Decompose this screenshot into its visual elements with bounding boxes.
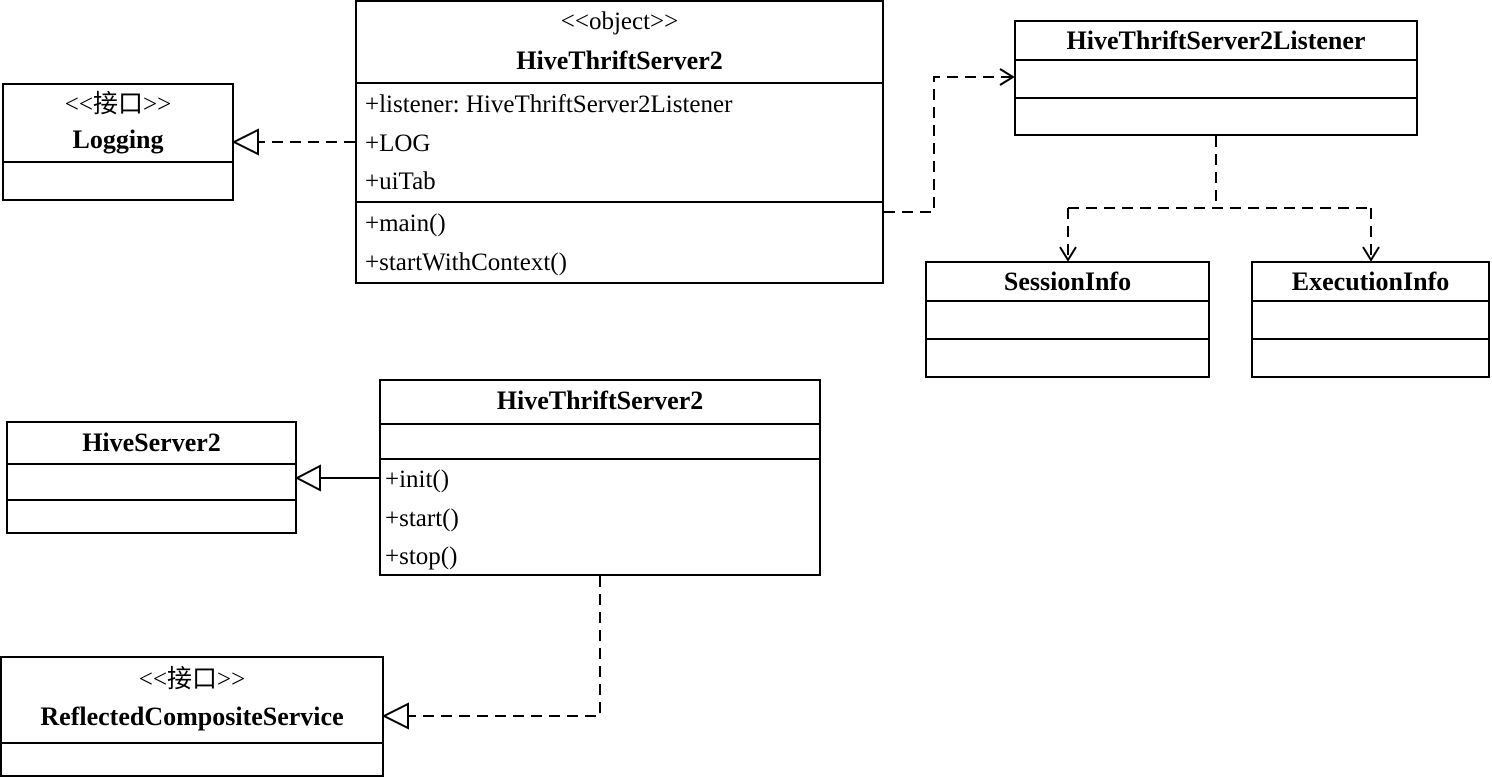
class-hivethriftserver2listener: HiveThriftServer2Listener (1014, 20, 1418, 136)
class-reflectedcompositeservice: <<接口>> ReflectedCompositeService (0, 656, 384, 777)
class-hivethriftserver2: HiveThriftServer2 +init() +start() +stop… (379, 379, 821, 576)
attribute-listener: +listener: HiveThriftServer2Listener (365, 91, 733, 118)
method-main: +main() (365, 210, 446, 237)
logging-name: Logging (72, 125, 164, 154)
sessioninfo-name: SessionInfo (1003, 267, 1132, 296)
hts2-object-name: HiveThriftServer2 (516, 46, 723, 75)
generalization-hiveserver2 (294, 464, 379, 492)
class-hiveserver2: HiveServer2 (6, 421, 297, 534)
hts2-object-stereotype: <<object>> (560, 8, 679, 35)
method-startwithcontext: +startWithContext() (365, 248, 567, 276)
executioninfo-name: ExecutionInfo (1291, 267, 1450, 296)
dependency-info-classes (1059, 136, 1380, 262)
listener-methods-section (1016, 97, 1416, 134)
reflected-name: ReflectedCompositeService (40, 702, 344, 731)
hts2-class-name: HiveThriftServer2 (496, 386, 704, 415)
method-start: +start() (385, 504, 459, 532)
logging-stereotype: <<接口>> (64, 91, 172, 118)
hts2-object-attributes-section: +listener: HiveThriftServer2Listener +LO… (357, 82, 882, 201)
hts2-object-methods-section: +main() +startWithContext() (357, 201, 882, 282)
reflected-attributes-section (2, 742, 382, 775)
reflected-stereotype: <<接口>> (138, 666, 246, 693)
class-logging: <<接口>> Logging (2, 83, 234, 201)
listener-name: HiveThriftServer2Listener (1066, 26, 1366, 55)
class-executioninfo: ExecutionInfo (1251, 261, 1490, 378)
sessioninfo-attributes-section (927, 300, 1208, 338)
class-sessioninfo: SessionInfo (925, 261, 1210, 378)
attribute-log: +LOG (365, 129, 431, 157)
executioninfo-methods-section (1253, 338, 1488, 376)
method-init: +init() (385, 466, 450, 493)
realization-logging (231, 128, 355, 156)
logging-attributes-section (4, 161, 232, 199)
hiveserver2-attributes-section (8, 463, 295, 499)
realization-reflectedcompositeservice (381, 576, 601, 730)
sessioninfo-methods-section (927, 338, 1208, 376)
class-hivethriftserver2-object: <<object>> HiveThriftServer2 +listener: … (355, 0, 884, 284)
hiveserver2-name: HiveServer2 (82, 428, 221, 457)
hiveserver2-methods-section (8, 499, 295, 532)
listener-attributes-section (1016, 59, 1416, 97)
attribute-uitab: +uiTab (365, 168, 436, 195)
dependency-listener (884, 68, 1015, 213)
method-stop: +stop() (385, 543, 458, 570)
executioninfo-attributes-section (1253, 300, 1488, 338)
hts2-class-methods-section: +init() +start() +stop() (381, 458, 819, 574)
hts2-class-attributes-section (381, 423, 819, 458)
